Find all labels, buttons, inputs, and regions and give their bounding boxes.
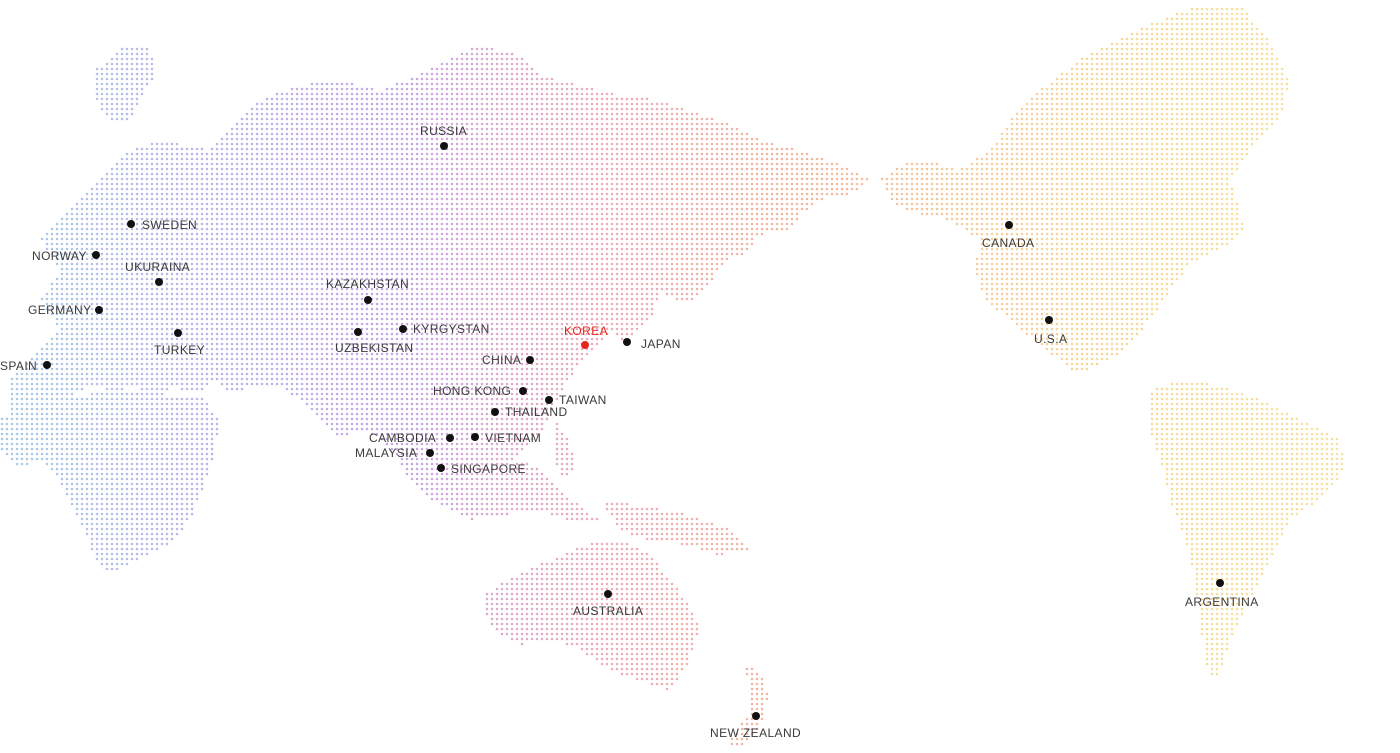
label-germany: GERMANY [28, 303, 92, 317]
label-ukuraina: UKURAINA [125, 260, 191, 274]
marker-norway[interactable] [92, 251, 100, 259]
label-norway: NORWAY [32, 249, 87, 263]
marker-argentina[interactable] [1216, 579, 1224, 587]
marker-hong-kong[interactable] [519, 387, 527, 395]
marker-uzbekistan[interactable] [354, 328, 362, 336]
marker-australia[interactable] [604, 590, 612, 598]
marker-vietnam[interactable] [471, 433, 479, 441]
marker-spain[interactable] [43, 361, 51, 369]
label-thailand: THAILAND [505, 405, 568, 419]
label-usa: U.S.A [1034, 332, 1068, 346]
label-singapore: SINGAPORE [451, 462, 526, 476]
marker-canada[interactable] [1005, 221, 1013, 229]
label-sweden: SWEDEN [142, 218, 198, 232]
marker-russia[interactable] [440, 142, 448, 150]
label-hong-kong: HONG KONG [433, 384, 512, 398]
label-kyrgystan: KYRGYSTAN [413, 322, 490, 336]
label-malaysia: MALAYSIA [355, 446, 418, 460]
label-australia: AUSTRALIA [573, 604, 644, 618]
marker-korea[interactable] [581, 341, 589, 349]
label-uzbekistan: UZBEKISTAN [335, 341, 414, 355]
label-japan: JAPAN [641, 337, 681, 351]
marker-kazakhstan[interactable] [364, 296, 372, 304]
marker-sweden[interactable] [127, 220, 135, 228]
label-cambodia: CAMBODIA [369, 431, 437, 445]
marker-china[interactable] [526, 356, 534, 364]
label-spain: SPAIN [0, 359, 38, 373]
marker-malaysia[interactable] [426, 449, 434, 457]
label-china: CHINA [482, 353, 522, 367]
marker-turkey[interactable] [174, 329, 182, 337]
label-canada: CANADA [982, 236, 1035, 250]
label-taiwan: TAIWAN [559, 393, 607, 407]
marker-ukuraina[interactable] [155, 278, 163, 286]
marker-kyrgystan[interactable] [399, 325, 407, 333]
marker-thailand[interactable] [491, 408, 499, 416]
label-russia: RUSSIA [420, 124, 468, 138]
label-vietnam: VIETNAM [485, 431, 542, 445]
label-argentina: ARGENTINA [1185, 595, 1259, 609]
label-new-zealand: NEW ZEALAND [710, 726, 802, 740]
marker-usa[interactable] [1045, 316, 1053, 324]
marker-japan[interactable] [623, 338, 631, 346]
marker-taiwan[interactable] [545, 396, 553, 404]
marker-singapore[interactable] [437, 464, 445, 472]
marker-germany[interactable] [95, 306, 103, 314]
label-turkey: TURKEY [154, 343, 206, 357]
marker-cambodia[interactable] [446, 434, 454, 442]
label-korea: KOREA [564, 324, 609, 338]
marker-new-zealand[interactable] [752, 712, 760, 720]
label-kazakhstan: KAZAKHSTAN [326, 277, 410, 291]
